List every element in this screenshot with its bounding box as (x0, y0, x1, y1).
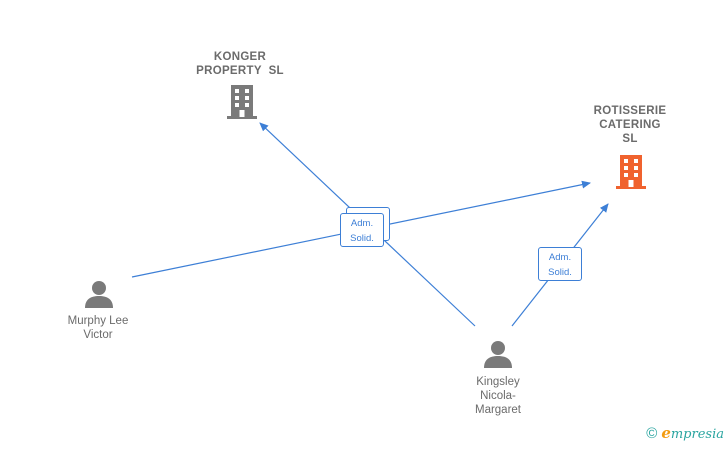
brand-rest: mpresia (670, 427, 724, 442)
person-icon[interactable] (84, 279, 114, 309)
person-icon[interactable] (483, 339, 513, 369)
murphy-name-line1: Murphy Lee (67, 315, 129, 327)
badge-center-line2: Solid. (350, 233, 374, 244)
konger-name-line1: KONGER (213, 51, 267, 63)
brand-first-letter: e (661, 424, 671, 442)
kingsley-name-line3: Margaret (474, 404, 522, 416)
node-label-murphy: Murphy Lee Victor (44, 314, 152, 342)
edge-badge-center[interactable]: Adm. Solid. (340, 213, 384, 247)
badge-center-line1: Adm. (350, 218, 374, 229)
rotisserie-name-line2: CATERING (599, 119, 661, 131)
building-icon[interactable] (615, 154, 647, 190)
badge-right-line2: Solid. (548, 267, 572, 278)
konger-name-line2: PROPERTY SL (196, 65, 284, 77)
badge-right-line1: Adm. (548, 252, 572, 263)
kingsley-name-line2: Nicola- (480, 390, 516, 402)
node-label-rotisserie: ROTISSERIE CATERING SL (572, 104, 688, 146)
edge-badge-right[interactable]: Adm. Solid. (538, 247, 582, 281)
node-label-kingsley: Kingsley Nicola- Margaret (446, 375, 550, 417)
copyright-icon: © (646, 424, 658, 442)
rotisserie-name-line1: ROTISSERIE (593, 105, 667, 117)
brand-logo[interactable]: empresia (661, 424, 724, 442)
footer-brand: © empresia (646, 424, 724, 442)
node-label-konger: KONGER PROPERTY SL (180, 50, 300, 78)
rotisserie-name-line3: SL (622, 133, 638, 145)
murphy-name-line2: Victor (83, 329, 113, 341)
building-icon[interactable] (226, 84, 258, 120)
kingsley-name-line1: Kingsley (476, 376, 520, 388)
